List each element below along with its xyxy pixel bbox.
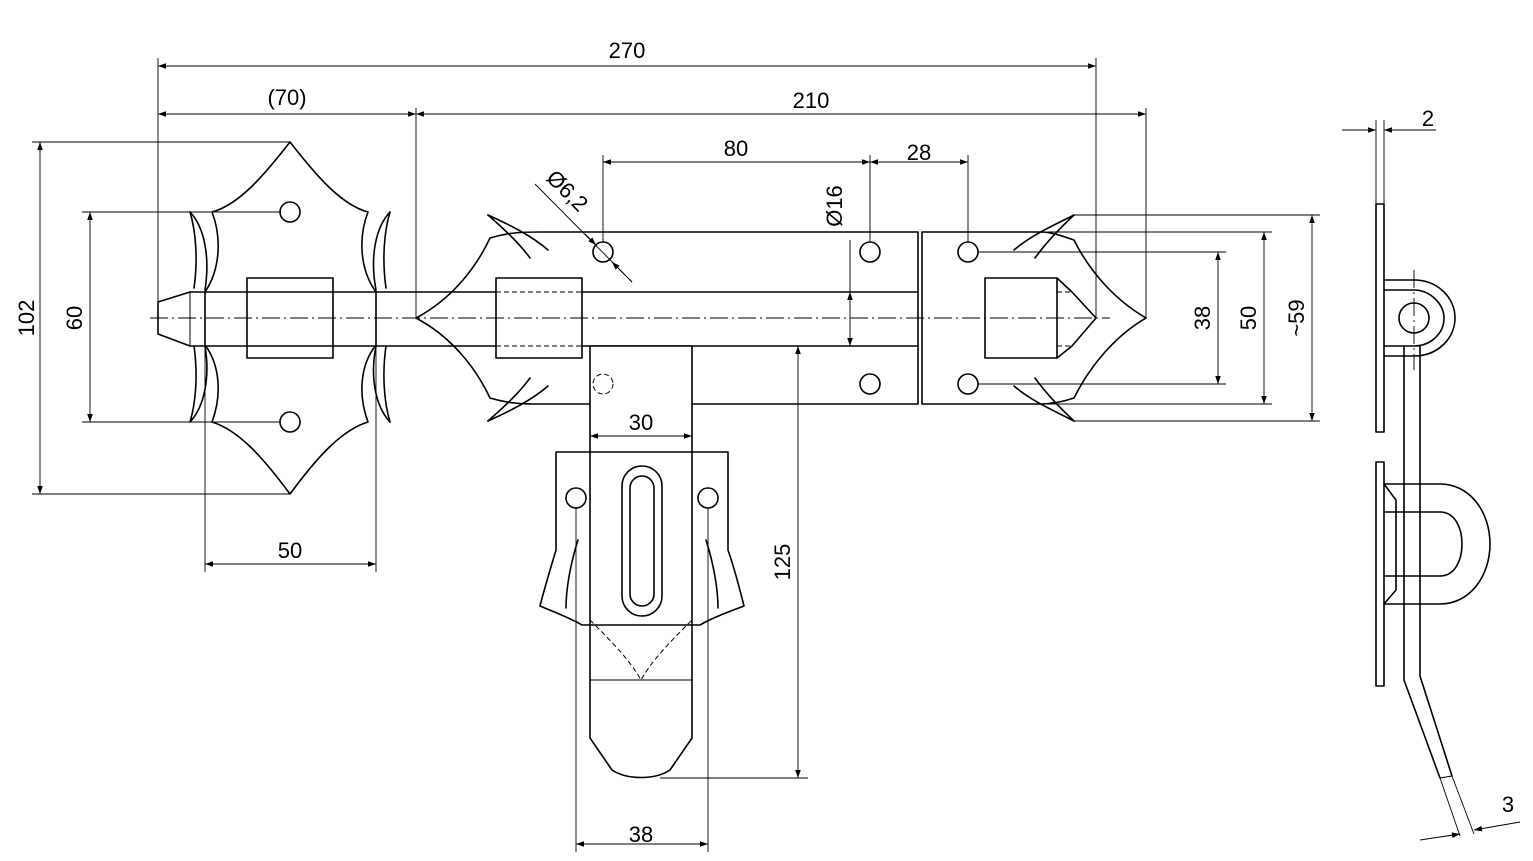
right-plate-hole-bottom xyxy=(957,373,979,395)
center-plate-hole-2 xyxy=(859,241,881,263)
right-plate-hole-top xyxy=(957,241,979,263)
dim-bolt-diameter: Ø16 xyxy=(822,185,847,227)
side-view xyxy=(1375,203,1491,779)
left-plate-hole-bottom xyxy=(279,411,301,433)
dim-left-width: 50 xyxy=(278,538,302,563)
keeper-slot-inner xyxy=(629,475,655,607)
dim-handle-width: 30 xyxy=(629,410,653,435)
dim-handle-base-width: 38 xyxy=(629,822,653,847)
dim-right-hole-spacing: 38 xyxy=(1190,306,1215,330)
dim-left-hole-spacing: 60 xyxy=(62,306,87,330)
dim-hole-spacing: 80 xyxy=(724,136,748,161)
dim-right-total-height: ~59 xyxy=(1284,299,1309,336)
center-plate-hole-3 xyxy=(859,373,881,395)
handle xyxy=(589,345,693,779)
center-plate xyxy=(415,214,919,422)
center-lines xyxy=(150,270,1415,370)
keeper-slot-outer xyxy=(621,465,663,617)
keeper-hole-left xyxy=(565,487,587,509)
dim-left-height: 102 xyxy=(14,300,39,337)
dimension-labels: 270 (70) 210 80 28 Ø6,2 Ø16 102 60 50 30… xyxy=(14,38,1514,847)
dim-overall-length: 270 xyxy=(609,38,646,63)
center-guide xyxy=(495,277,583,359)
dim-end-spacing: 28 xyxy=(907,140,931,165)
dim-handle-thickness: 3 xyxy=(1502,792,1514,817)
left-plate-hole-top xyxy=(279,201,301,223)
dim-hole-diameter: Ø6,2 xyxy=(542,165,593,216)
dim-left-plate-length: (70) xyxy=(267,85,306,110)
dim-right-height: 50 xyxy=(1236,306,1261,330)
dim-handle-length: 125 xyxy=(770,544,795,581)
keeper-plate xyxy=(539,451,745,626)
keeper-hole-right xyxy=(697,487,719,509)
dim-plate-thickness: 2 xyxy=(1422,106,1434,131)
dimension-lines xyxy=(32,58,1521,852)
dim-right-length: 210 xyxy=(793,88,830,113)
